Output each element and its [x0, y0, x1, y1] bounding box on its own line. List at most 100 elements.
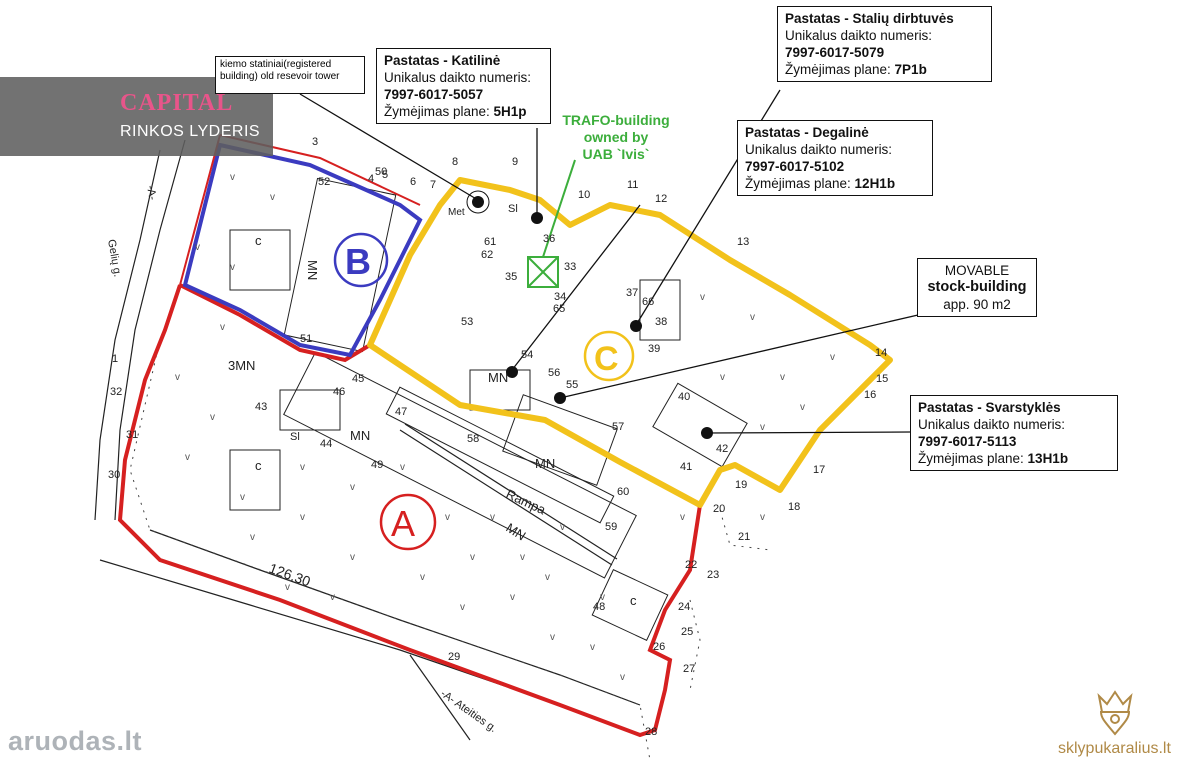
rampa-lines [399, 423, 618, 566]
hatch-mark: v [620, 672, 625, 683]
point-number: 55 [566, 379, 578, 391]
point-number: 25 [681, 626, 693, 638]
point-number: 39 [648, 343, 660, 355]
point-number: 31 [126, 429, 138, 441]
zone-c-circle [583, 330, 635, 382]
svarstykles-line2: Unikalus daikto numeris: [918, 417, 1066, 432]
katiline-plan: Žymėjimas plane: 5H1p [384, 103, 543, 120]
point-number: 1 [112, 353, 118, 365]
hatch-mark: v [400, 462, 405, 473]
hatch-mark: v [760, 512, 765, 523]
hatch-mark: v [330, 592, 335, 603]
point-number: 43 [255, 401, 267, 413]
svarstykles-number: 7997-6017-5113 [918, 434, 1017, 449]
hatch-mark: v [210, 412, 215, 423]
point-number: 21 [738, 531, 750, 543]
staliu-plan: Žymėjimas plane: 7P1b [785, 61, 984, 78]
label-sl: Sl [508, 203, 518, 215]
point-number: 58 [467, 433, 479, 445]
point-number: 5 [382, 169, 388, 181]
katiline-title: Pastatas - Katilinė [384, 53, 501, 68]
point-number: 29 [448, 651, 460, 663]
brand-logo: CAPITAL [120, 90, 234, 116]
point-number: 8 [452, 156, 458, 168]
hatch-mark: v [720, 372, 725, 383]
hatch-mark: v [445, 512, 450, 523]
label-met: Met [448, 207, 465, 218]
point-number: 26 [653, 641, 665, 653]
svarstykles-plan: Žymėjimas plane: 13H1b [918, 450, 1110, 467]
staliu-title: Pastatas - Stalių dirbtuvės [785, 11, 954, 26]
point-number: 4 [368, 173, 374, 185]
degaline-plan-label: Žymėjimas plane: [745, 176, 855, 191]
point-number: 10 [578, 189, 590, 201]
point-number: 40 [678, 391, 690, 403]
watermark-sklypukaralius: sklypukaralius.lt [1058, 740, 1171, 757]
movable-line1: MOVABLE [944, 263, 1010, 278]
crown-pin-icon [1097, 690, 1133, 736]
degaline-line2: Unikalus daikto numeris: [745, 142, 893, 157]
point-number: 6 [410, 176, 416, 188]
point-number: 60 [617, 486, 629, 498]
hatch-mark: v [195, 242, 200, 253]
point-number: 3 [312, 136, 318, 148]
degaline-plan-code: 12H1b [854, 176, 896, 191]
leader-lines [299, 89, 919, 434]
point-number: 13 [737, 236, 749, 248]
hatch-mark: v [800, 402, 805, 413]
point-number: 16 [864, 389, 876, 401]
label-sl2: Sl [290, 431, 300, 443]
point-number: 59 [605, 521, 617, 533]
cadastral-boundary [129, 339, 771, 761]
label-mn-small: MN [488, 370, 508, 385]
hatch-mark: v [545, 572, 550, 583]
zone-b-letter: B [345, 241, 371, 282]
callout-movable: MOVABLE stock-building app. 90 m2 [917, 258, 1037, 317]
hatch-mark: v [750, 312, 755, 323]
callout-degaline: Pastatas - Degalinė Unikalus daikto nume… [737, 120, 933, 196]
staliu-line2: Unikalus daikto numeris: [785, 28, 933, 43]
hatch-mark: v [250, 532, 255, 543]
hatch-mark: v [700, 292, 705, 303]
katiline-number: 7997-6017-5057 [384, 87, 484, 102]
trafo-line-3: UAB `Ivis` [582, 146, 650, 162]
label-mn-left: MN [350, 428, 370, 443]
point-number: 23 [707, 569, 719, 581]
trafo-line-1: TRAFO-building [562, 112, 670, 128]
point-number: 51 [300, 333, 312, 345]
trafo-line-2: owned by [583, 129, 649, 145]
hatch-mark: v [560, 522, 565, 533]
zone-b-circle [333, 232, 389, 288]
hatch-mark: v [230, 262, 235, 273]
point-number: 44 [320, 438, 332, 450]
hatch-mark: v [350, 552, 355, 563]
point-number: 11 [627, 179, 638, 191]
label-mn-mid: MN [535, 456, 555, 471]
hatch-mark: v [420, 572, 425, 583]
hatch-mark: v [270, 192, 275, 203]
hatch-mark: v [240, 492, 245, 503]
point-number: 30 [108, 469, 120, 481]
point-number: 37 [626, 287, 638, 299]
point-number: 38 [655, 316, 667, 328]
katiline-plan-label: Žymėjimas plane: [384, 104, 494, 119]
callout-katiline: Pastatas - Katilinė Unikalus daikto nume… [376, 48, 551, 124]
hatch-mark: v [590, 642, 595, 653]
svarstykles-plan-code: 13H1b [1027, 451, 1069, 466]
trafo-label: TRAFO-building owned by UAB `Ivis` [556, 112, 676, 163]
hatch-mark: v [185, 452, 190, 463]
point-number: 57 [612, 421, 624, 433]
zone-b-boundary [182, 142, 423, 358]
point-number: 50 [375, 166, 387, 178]
hatch-mark: v [550, 632, 555, 643]
hatch-mark: v [175, 372, 180, 383]
label-a-mark: -A- [144, 184, 158, 201]
movable-line3: app. 90 m2 [943, 297, 1011, 312]
staliu-plan-code: 7P1b [894, 62, 927, 77]
label-c2: c [255, 458, 262, 473]
movable-line2: stock-building [927, 279, 1027, 295]
point-number: 65 [553, 303, 565, 315]
point-number: 56 [548, 367, 560, 379]
